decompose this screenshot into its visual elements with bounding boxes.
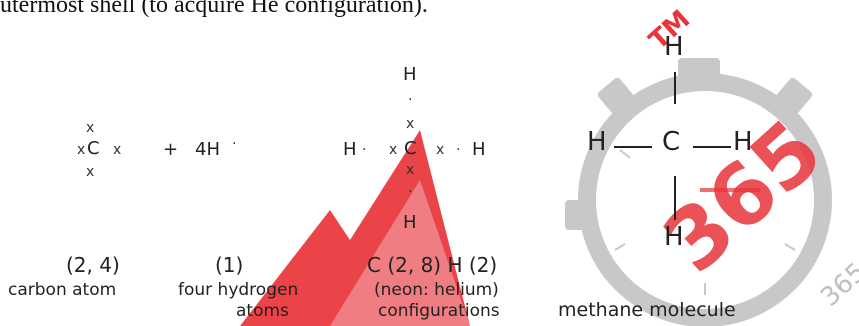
stopwatch-tick — [619, 149, 631, 159]
lewis-note-line2: configurations — [378, 301, 500, 321]
intro-text: utermost shell (to acquire He configurat… — [0, 0, 428, 18]
stopwatch-button-icon — [597, 77, 635, 115]
hydrogen-name-line1: four hydrogen — [178, 280, 299, 300]
methane-bond-right — [693, 146, 731, 148]
carbon-top-electron: x — [86, 120, 95, 136]
methane-bond-bottom — [674, 176, 676, 220]
lewis-top-hydrogen: H — [403, 64, 417, 85]
lewis-bottom-dot: · — [408, 184, 413, 200]
hydrogen-electron: · — [232, 136, 237, 152]
carbon-right-electron: x — [113, 142, 122, 158]
lewis-right-hydrogen: H — [472, 139, 486, 160]
methane-bond-top — [674, 72, 676, 104]
stopwatch-button-icon — [565, 200, 591, 230]
methane-right-hydrogen: H — [733, 127, 753, 157]
lewis-config-label: C (2, 8) H (2) — [367, 253, 498, 277]
stopwatch-button-icon — [678, 58, 720, 84]
hydrogen-term: 4H — [195, 139, 220, 160]
stopwatch-tick — [779, 149, 791, 159]
lewis-note-line1: (neon: helium) — [374, 280, 499, 300]
methane-bottom-hydrogen: H — [664, 222, 684, 252]
lewis-left-hydrogen: H — [343, 139, 357, 160]
methane-center-carbon: C — [662, 127, 681, 157]
methane-left-hydrogen: H — [587, 127, 607, 157]
lewis-top-dot: · — [408, 92, 413, 108]
stopwatch-tick — [614, 243, 626, 251]
lewis-bottom-electron: x — [406, 162, 415, 178]
lewis-left-electron: x — [389, 142, 398, 158]
lewis-center-carbon: C — [404, 138, 417, 159]
watermark-red-shape-light — [330, 180, 470, 326]
lewis-right-electron: x — [436, 142, 445, 158]
hydrogen-name-line2: atoms — [236, 301, 289, 321]
plus-sign: + — [163, 139, 179, 160]
lewis-top-electron: x — [406, 116, 415, 132]
carbon-left-electron: x — [77, 142, 86, 158]
methane-bond-left — [614, 146, 652, 148]
methane-name-label: methane molecule — [558, 299, 736, 321]
lewis-bottom-hydrogen: H — [403, 212, 417, 233]
carbon-config-label: (2, 4) — [66, 253, 120, 277]
stopwatch-button-icon — [775, 77, 813, 115]
carbon-name-label: carbon atom — [8, 280, 117, 300]
stopwatch-tick — [784, 243, 796, 251]
lewis-left-dot: · — [362, 142, 367, 158]
lewis-right-dot: · — [456, 142, 461, 158]
watermark-365-small: 365 — [815, 257, 859, 313]
carbon-bottom-electron: x — [86, 164, 95, 180]
carbon-symbol: C — [87, 138, 100, 159]
hydrogen-config-label: (1) — [215, 253, 244, 277]
methane-top-hydrogen: H — [664, 32, 684, 62]
